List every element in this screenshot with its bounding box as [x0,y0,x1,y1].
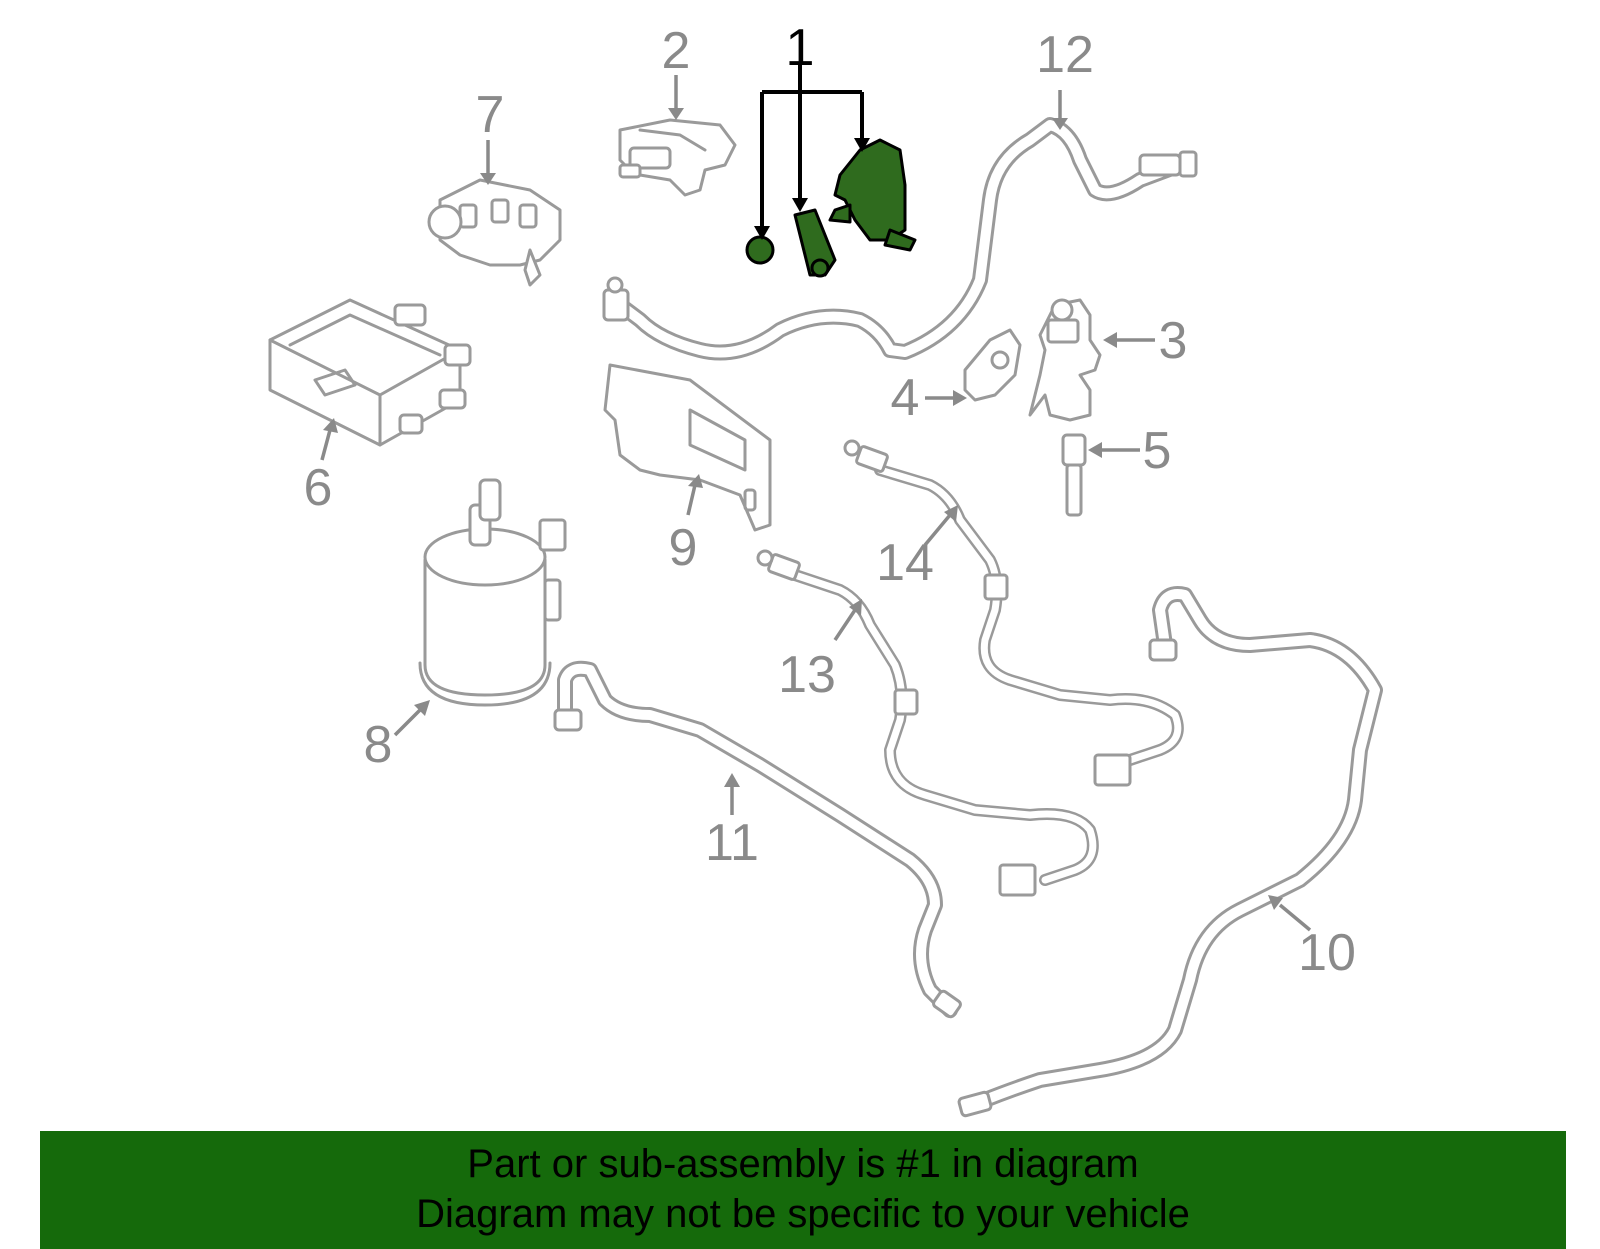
part-13-sensor-wire [756,549,1099,897]
callout-1: 1 [786,19,815,77]
callout-12: 12 [1036,26,1094,84]
callout-labels: 1 2 3 4 5 6 7 8 9 10 11 12 13 14 [304,19,1356,982]
callout-9: 9 [669,519,698,577]
banner-line-2: Diagram may not be specific to your vehi… [416,1192,1190,1236]
callout-8: 8 [364,716,393,774]
part-3-valve [1028,298,1102,422]
part-14-sensor-wire [843,439,1184,787]
callout-5: 5 [1143,422,1172,480]
part-8-canister [418,478,567,707]
callout-6: 6 [304,459,333,517]
callout-7: 7 [476,86,505,144]
part-9-bracket [603,363,772,532]
callout-11: 11 [705,814,759,872]
callout-4: 4 [891,369,920,427]
callout-13: 13 [778,646,836,704]
part-2-sensor [618,118,737,197]
part-10-hose [957,586,1383,1118]
part-12-tube [602,117,1198,361]
part-7-valve [427,178,562,287]
banner-line-1: Part or sub-assembly is #1 in diagram [467,1142,1139,1186]
part-5-fitting [1061,433,1087,517]
info-banner: Part or sub-assembly is #1 in diagram Di… [40,1131,1566,1249]
callout-14: 14 [876,534,934,592]
part-4-gasket [963,328,1022,402]
callout-10: 10 [1298,924,1356,982]
callout-2: 2 [662,22,691,80]
part-6-canister [268,298,472,447]
part-11-hose [553,660,962,1019]
leader-lines [320,65,1312,932]
callout-3: 3 [1159,312,1188,370]
part-1-assembly [745,138,917,278]
